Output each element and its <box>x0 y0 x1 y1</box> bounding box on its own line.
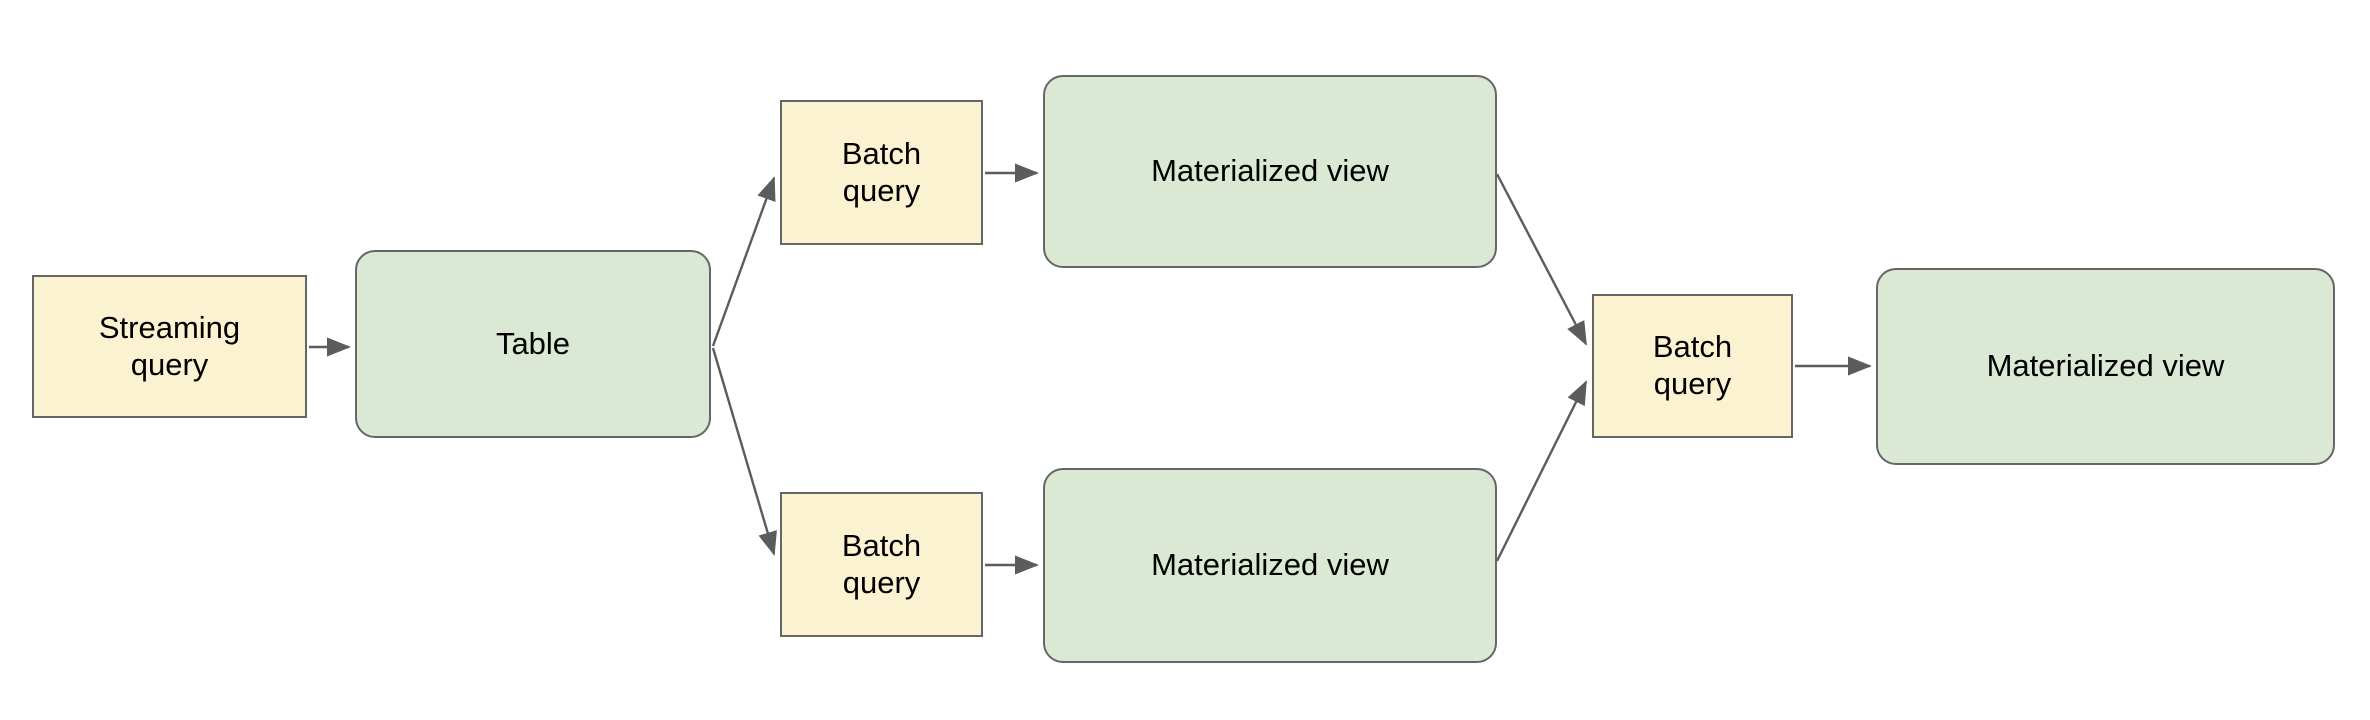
edge-materialized-view-top-to-batch-query-merge <box>1495 173 1588 346</box>
node-label-streaming-query: Streaming query <box>98 309 241 382</box>
node-label-materialized-view-final: Materialized view <box>1986 348 2225 384</box>
edge-materialized-view-bottom-to-batch-query-merge <box>1495 380 1588 562</box>
node-materialized-view-final[interactable]: Materialized view <box>1876 268 2335 465</box>
node-streaming-query[interactable]: Streaming query <box>32 275 307 418</box>
node-label-materialized-view-top: Materialized view <box>1151 153 1389 189</box>
node-label-batch-query-top: Batch query <box>841 135 922 208</box>
node-label-batch-query-bottom: Batch query <box>841 527 922 600</box>
edge-table-to-batch-query-bottom <box>711 347 777 556</box>
node-batch-query-bottom[interactable]: Batch query <box>780 492 983 637</box>
node-materialized-view-bottom[interactable]: Materialized view <box>1043 468 1497 663</box>
node-batch-query-merge[interactable]: Batch query <box>1592 294 1793 438</box>
node-batch-query-top[interactable]: Batch query <box>780 100 983 245</box>
node-label-batch-query-merge: Batch query <box>1652 329 1733 401</box>
edge-table-to-batch-query-top <box>711 176 776 347</box>
node-label-table: Table <box>495 325 571 361</box>
node-label-materialized-view-bottom: Materialized view <box>1151 547 1389 583</box>
node-materialized-view-top[interactable]: Materialized view <box>1043 75 1497 268</box>
node-table[interactable]: Table <box>355 250 711 438</box>
